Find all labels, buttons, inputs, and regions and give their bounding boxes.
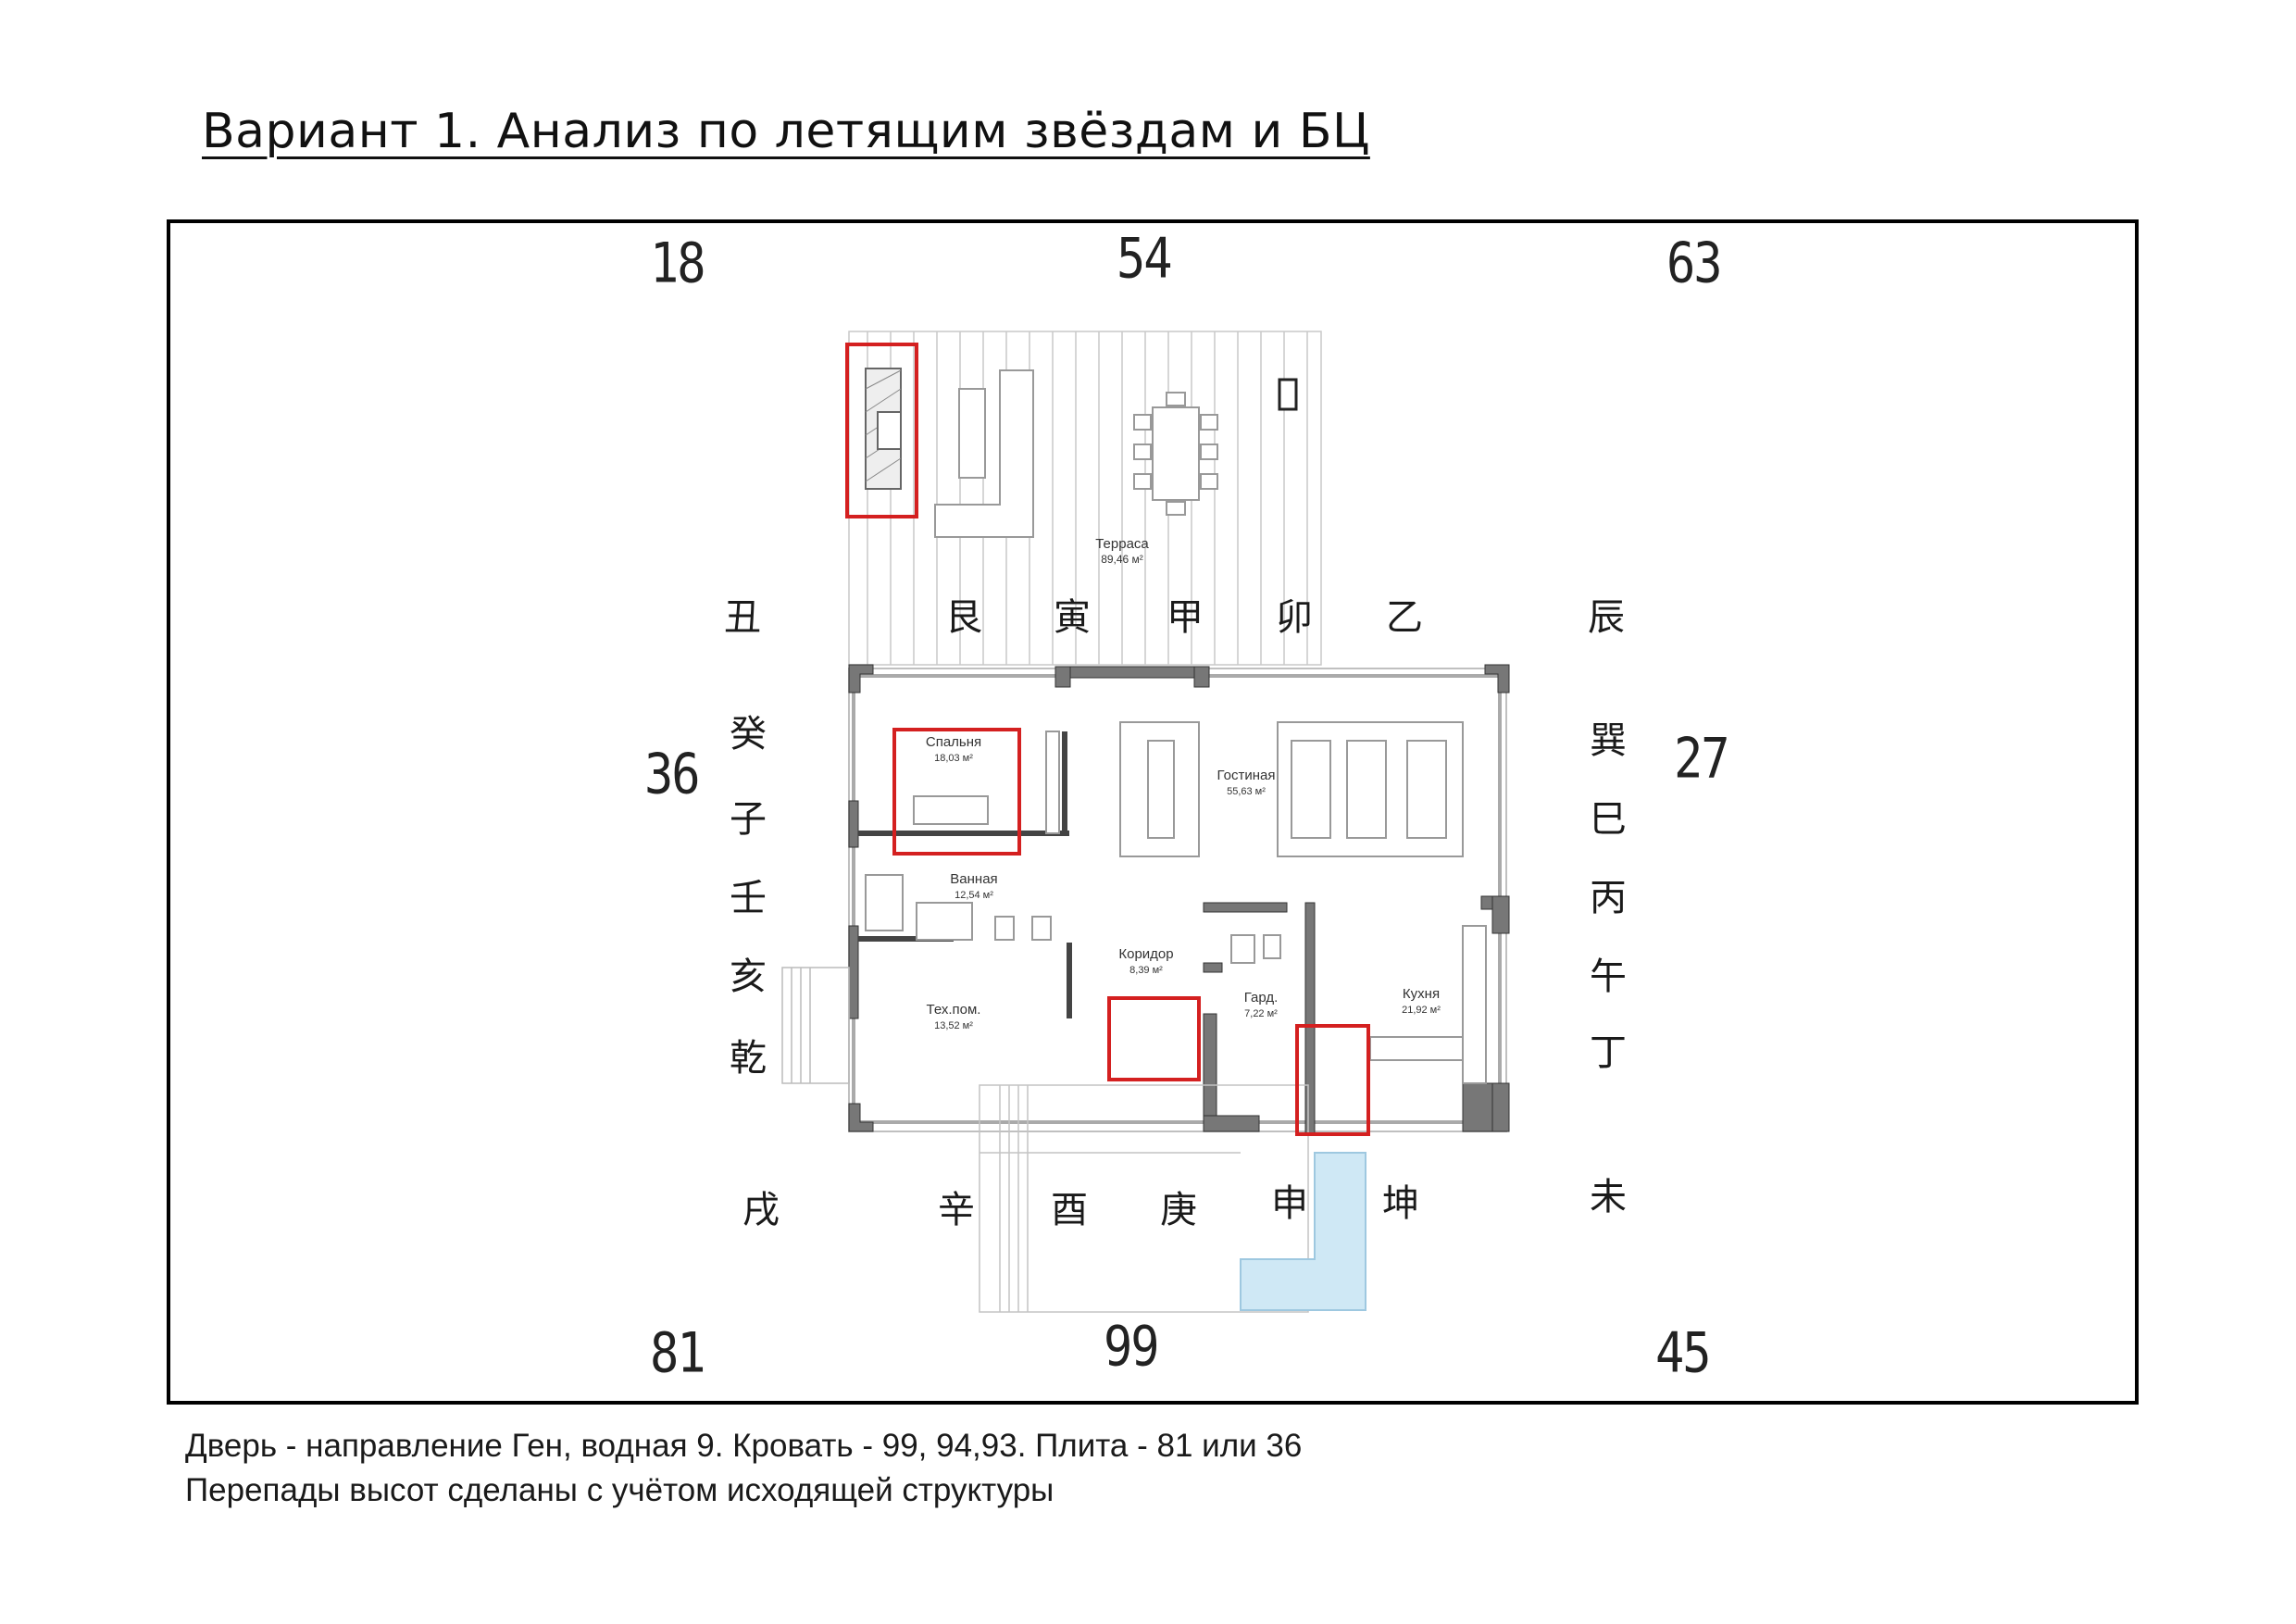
- outdoor-fireplace: [865, 368, 902, 490]
- star-n: 54: [1117, 227, 1173, 292]
- mountain-left-3: 壬: [730, 877, 767, 919]
- star-se: 45: [1655, 1321, 1712, 1386]
- mountain-top-7: 辰: [1588, 596, 1625, 639]
- star-ne: 63: [1666, 231, 1723, 296]
- corridor-area: 8,39 м²: [1129, 965, 1163, 976]
- tech-label: Тех.пом.: [927, 1002, 981, 1018]
- mountain-top-1: 丑: [724, 596, 761, 639]
- page-title: Вариант 1. Анализ по летящим звёздам и Б…: [202, 104, 1370, 159]
- star-s: 99: [1104, 1315, 1160, 1380]
- mountain-bottom-4: 庚: [1160, 1189, 1197, 1231]
- mountain-bottom-7: 未: [1590, 1176, 1627, 1218]
- terrace-area: 89,46 м²: [1101, 553, 1143, 566]
- mountain-top-3: 寅: [1054, 596, 1091, 639]
- mountain-right-5: 丁: [1590, 1031, 1627, 1074]
- mountain-right-1: 巽: [1590, 719, 1627, 762]
- bath-label: Ванная: [950, 871, 997, 887]
- mountain-left-2: 子: [730, 798, 767, 841]
- interior-furniture: [865, 721, 1487, 1084]
- pool: [1240, 1152, 1366, 1311]
- mountain-right-4: 午: [1590, 956, 1627, 998]
- terrace-label: Терраса: [1095, 536, 1149, 552]
- mountain-bottom-1: 戌: [742, 1189, 780, 1231]
- bedroom-area: 18,03 м²: [934, 753, 973, 764]
- mountain-bottom-6: 坤: [1382, 1182, 1419, 1225]
- star-w: 36: [644, 743, 701, 807]
- living-area: 55,63 м²: [1227, 786, 1266, 797]
- wall-columns: [848, 664, 1510, 1135]
- mountain-top-2: 艮: [945, 596, 982, 639]
- note-line-2: Перепады высот сделаны с учётом исходяще…: [185, 1472, 1054, 1508]
- kitchen-label: Кухня: [1403, 986, 1440, 1002]
- kitchen-area: 21,92 м²: [1402, 1005, 1441, 1016]
- mountain-left-1: 癸: [730, 713, 767, 756]
- mountain-left-4: 亥: [730, 956, 767, 998]
- star-nw: 18: [650, 231, 706, 296]
- star-e: 27: [1674, 727, 1730, 792]
- highlight-marks: [845, 343, 1370, 1136]
- mountain-bottom-5: 申: [1271, 1182, 1308, 1225]
- mountain-top-5: 卯: [1276, 596, 1313, 639]
- mountain-left-5: 乾: [730, 1037, 767, 1080]
- wardrobe-label: Гард.: [1244, 990, 1279, 1006]
- bedroom-label: Спальня: [926, 734, 981, 750]
- living-label: Гостиная: [1217, 768, 1276, 783]
- star-sw: 81: [650, 1321, 706, 1386]
- mountain-right-3: 丙: [1590, 877, 1627, 919]
- terrace-deck: [848, 331, 1322, 666]
- mountain-bottom-2: 辛: [938, 1189, 975, 1231]
- west-balcony: [781, 967, 850, 1084]
- bath-area: 12,54 м²: [955, 890, 993, 901]
- mountain-top-6: 乙: [1386, 596, 1423, 639]
- diagram-frame: [167, 219, 2139, 1405]
- south-deck: [979, 1084, 1309, 1313]
- mountain-top-4: 甲: [1167, 596, 1204, 639]
- terrace-furniture: [934, 369, 1298, 538]
- tech-area: 13,52 м²: [934, 1020, 973, 1031]
- note-line-1: Дверь - направление Ген, водная 9. Крова…: [185, 1428, 1303, 1464]
- wardrobe-area: 7,22 м²: [1244, 1008, 1278, 1019]
- mountain-right-2: 巳: [1590, 798, 1627, 841]
- corridor-label: Коридор: [1118, 946, 1173, 962]
- notes: Дверь - направление Ген, водная 9. Крова…: [185, 1424, 1302, 1513]
- mountain-bottom-3: 酉: [1051, 1189, 1088, 1231]
